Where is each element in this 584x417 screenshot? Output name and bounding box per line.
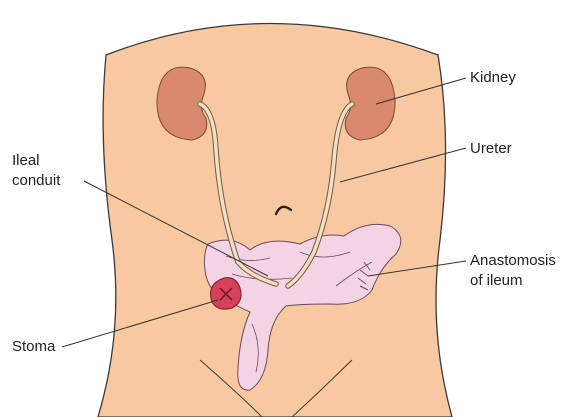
kidney-label: Kidney: [470, 68, 516, 87]
anastomosis-label-line1: Anastomosis: [470, 251, 556, 270]
ureter-label: Ureter: [470, 139, 512, 158]
ileal-conduit-label-line2: conduit: [12, 171, 60, 190]
ileal-conduit-label-line1: Ileal: [12, 151, 40, 170]
anastomosis-label-line2: of ileum: [470, 271, 523, 290]
stoma-label: Stoma: [12, 337, 55, 356]
torso: [98, 24, 452, 417]
